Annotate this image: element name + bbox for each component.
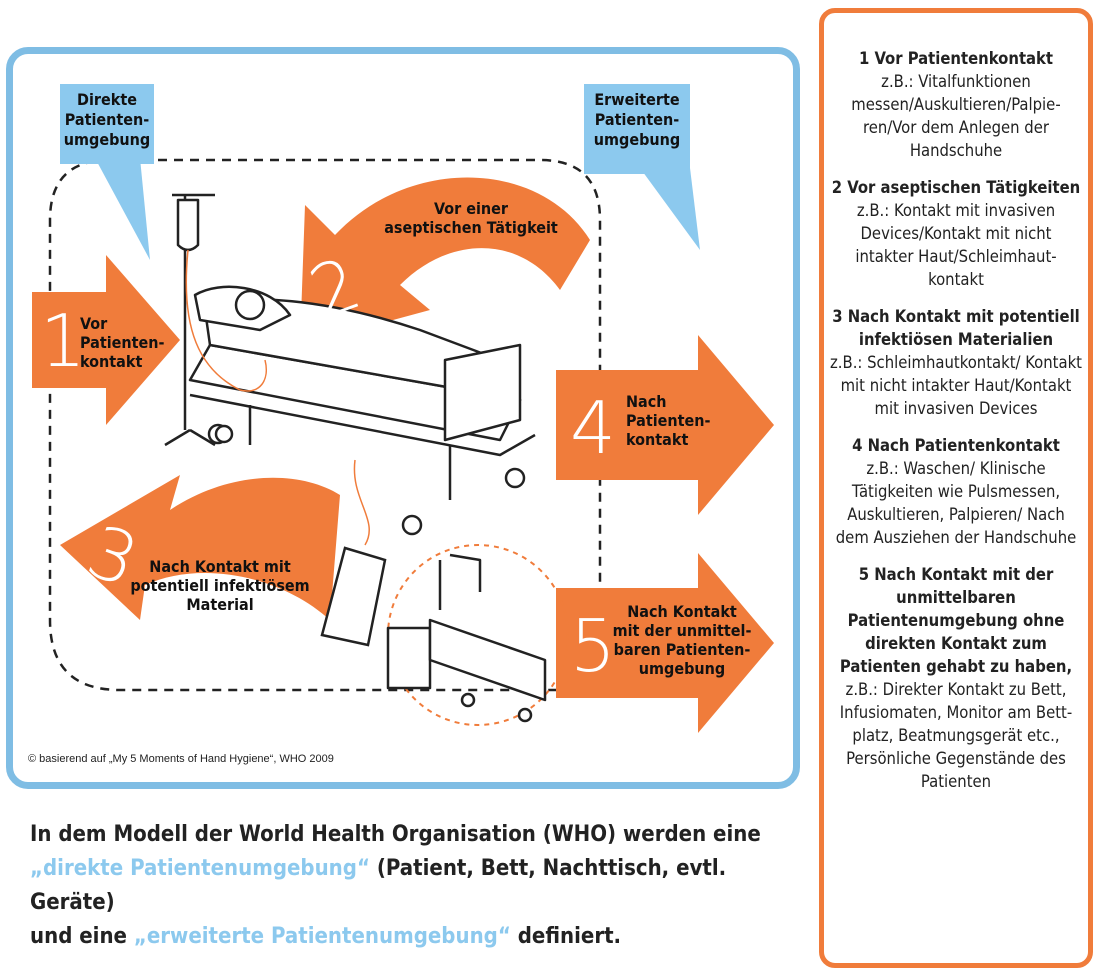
moment-5-line1: Nach Kontakt [627, 602, 737, 621]
moment-2-label: Vor einer aseptischen Tätigkeit [376, 199, 566, 237]
legend-section-3: 3 Nach Kontakt mit potentiell infektiöse… [830, 305, 1082, 420]
hand-hygiene-diagram [32, 158, 774, 733]
zone-extended-line1: Erweiterte [594, 90, 680, 109]
legend-section-5: 5 Nach Kontakt mit der unmittelbaren Pat… [830, 563, 1082, 793]
caption-highlight-extended: „erweiterte Patientenumgebung“ [133, 924, 511, 949]
legend-5-text: z.B.: Direkter Kontakt zu Bett, Infusiom… [839, 680, 1073, 791]
copyright-note: © basierend auf „My 5 Moments of Hand Hy… [28, 753, 334, 765]
moment-4-line2: Patienten- [626, 411, 711, 430]
moment-2-line2: aseptischen Tätigkeit [384, 218, 558, 237]
caption-highlight-direct: „direkte Patientenumgebung“ [30, 856, 370, 881]
moment-3-line2: potentiell infektiösem [130, 576, 310, 595]
moment-1-label: Vor Patienten- kontakt [80, 314, 165, 371]
zone-direct-line1: Direkte [77, 90, 137, 109]
moment-5-line2: mit der unmittel- [612, 621, 752, 640]
moment-5-line3: baren Patienten- [613, 640, 751, 659]
moment-4-number: 4 [570, 386, 616, 470]
zone-label-extended: Erweiterte Patienten- umgebung [584, 84, 690, 174]
moment-2-line1: Vor einer [433, 199, 509, 218]
legend-1-text: z.B.: Vitalfunktionen messen/Auskultiere… [851, 72, 1061, 160]
moment-1-arrow [32, 255, 180, 425]
moment-1-number: 1 [40, 299, 86, 383]
moment-1-line3: kontakt [80, 352, 143, 371]
legend-3-text: z.B.: Schleimhautkontakt/ Kontakt mit ni… [830, 353, 1082, 418]
legend-2-text: z.B.: Kontakt mit invasiven Devices/Kont… [855, 201, 1057, 289]
zone-direct-pointer [95, 158, 150, 260]
caption-part3: und eine [30, 924, 134, 949]
moment-2-arrow [300, 177, 590, 345]
moments-legend-panel: 1 Vor Patientenkontakt z.B.: Vitalfunkti… [819, 8, 1093, 968]
drain-bag [320, 546, 387, 647]
moment-1-line1: Vor [80, 314, 108, 333]
legend-1-heading: 1 Vor Patientenkontakt [858, 49, 1054, 68]
iv-tube [185, 249, 267, 392]
zone-direct-line2: Patienten- [64, 110, 150, 129]
legend-5-heading: 5 Nach Kontakt mit der unmittelbaren Pat… [839, 565, 1073, 676]
caption-part1: In dem Modell der World Health Organisat… [30, 822, 761, 847]
caption-text: In dem Modell der World Health Organisat… [30, 818, 790, 954]
moment-5-number: 5 [570, 604, 616, 688]
empty-bed-illustration [386, 553, 547, 723]
moment-3-line3: Material [186, 595, 254, 614]
legend-2-heading: 2 Vor aseptischen Tätigkeiten [831, 178, 1081, 197]
zone-extended-line3: umgebung [593, 130, 681, 149]
moment-4-label: Nach Patienten- kontakt [626, 392, 711, 449]
moment-4-line1: Nach [626, 392, 667, 411]
moment-5-line4: umgebung [638, 659, 726, 678]
moment-3-label: Nach Kontakt mit potentiell infektiösem … [130, 557, 310, 614]
legend-section-4: 4 Nach Patientenkontakt z.B.: Waschen/ K… [830, 434, 1082, 549]
legend-4-text: z.B.: Waschen/ Klinische Tätigkeiten wie… [835, 459, 1077, 547]
moment-5-label: Nach Kontakt mit der unmittel- baren Pat… [612, 602, 752, 678]
legend-3-heading: 3 Nach Kontakt mit potentiell infektiöse… [832, 307, 1080, 349]
moment-1-line2: Patienten- [80, 333, 165, 352]
caption-part2: (Patient, Bett, Nachttisch, evtl. Geräte… [30, 856, 727, 915]
moment-3-line1: Nach Kontakt mit [149, 557, 291, 576]
legend-4-heading: 4 Nach Patientenkontakt [852, 436, 1060, 455]
legend-section-1: 1 Vor Patientenkontakt z.B.: Vitalfunkti… [830, 47, 1082, 162]
drain-tube [353, 459, 370, 546]
moment-4-arrow [556, 335, 774, 515]
moment-3-arrow [60, 475, 340, 620]
zone-label-direct: Direkte Patienten- umgebung [60, 84, 154, 164]
patient-bed-illustration [164, 193, 536, 536]
moment-4-line3: kontakt [626, 430, 689, 449]
direct-zone-boundary [48, 158, 602, 692]
zone-extended-pointer [640, 168, 700, 250]
zone-direct-line3: umgebung [63, 130, 151, 149]
caption-part4: definiert. [510, 924, 622, 949]
zone-extended-line2: Patienten- [594, 110, 680, 129]
moment-5-arrow [556, 553, 774, 733]
legend-section-2: 2 Vor aseptischen Tätigkeiten z.B.: Kont… [830, 176, 1082, 291]
